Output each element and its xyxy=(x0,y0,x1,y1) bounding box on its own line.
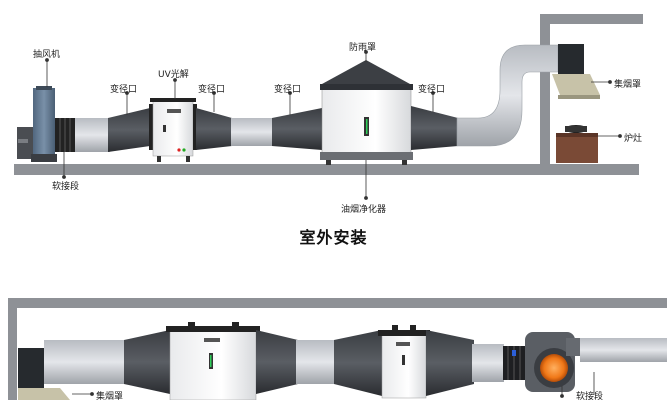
duct-segment xyxy=(296,340,336,384)
label-reducer-4: 变径口 xyxy=(418,85,446,95)
duct-segment xyxy=(580,338,667,362)
duct-segment xyxy=(231,118,274,146)
duct-segment xyxy=(44,340,126,384)
rain-cover xyxy=(322,60,410,84)
reducer-3 xyxy=(272,108,322,150)
reducer-2 xyxy=(196,108,232,150)
floor-top xyxy=(14,164,639,175)
label-uv-photolysis: UV光解 xyxy=(158,70,189,80)
building-wall xyxy=(540,14,643,165)
reducer-1 xyxy=(108,108,150,152)
reducer xyxy=(256,330,298,394)
label-soft-joint-bottom: 软接段 xyxy=(576,392,604,402)
duct-segment xyxy=(472,344,504,382)
uv-photolysis-unit xyxy=(149,98,197,162)
reducer xyxy=(124,330,170,394)
duct-segment xyxy=(75,118,110,152)
soft-joint-bottom xyxy=(503,346,525,380)
smoke-hood-top xyxy=(552,44,600,99)
centrifugal-fan xyxy=(525,332,582,392)
ceiling-bottom xyxy=(8,298,667,400)
stove xyxy=(556,125,598,163)
reducer-4 xyxy=(411,106,458,150)
label-stove: 炉灶 xyxy=(624,134,643,144)
reducer xyxy=(334,330,382,396)
label-rain-cover: 防雨罩 xyxy=(349,43,377,53)
label-reducer-2: 变径口 xyxy=(198,85,226,95)
purifier-unit-bottom xyxy=(166,322,260,400)
label-reducer-3: 变径口 xyxy=(274,85,302,95)
oil-fume-purifier xyxy=(320,84,413,165)
label-reducer-1: 变径口 xyxy=(110,85,138,95)
label-soft-joint-top: 软接段 xyxy=(52,182,80,192)
label-purifier: 油烟净化器 xyxy=(341,205,387,215)
exhaust-fan xyxy=(17,86,57,162)
leader-lines-bottom xyxy=(72,372,595,398)
label-exhaust-fan: 抽风机 xyxy=(33,50,61,60)
label-hood-bottom: 集烟罩 xyxy=(96,392,124,402)
label-hood-top: 集烟罩 xyxy=(614,80,642,90)
reducer xyxy=(426,330,474,396)
soft-joint-top xyxy=(55,118,75,152)
leader-lines-top xyxy=(45,50,622,200)
uv-unit-bottom xyxy=(378,325,430,399)
section-title: 室外安装 xyxy=(299,228,368,247)
smoke-hood-bottom xyxy=(18,348,70,400)
